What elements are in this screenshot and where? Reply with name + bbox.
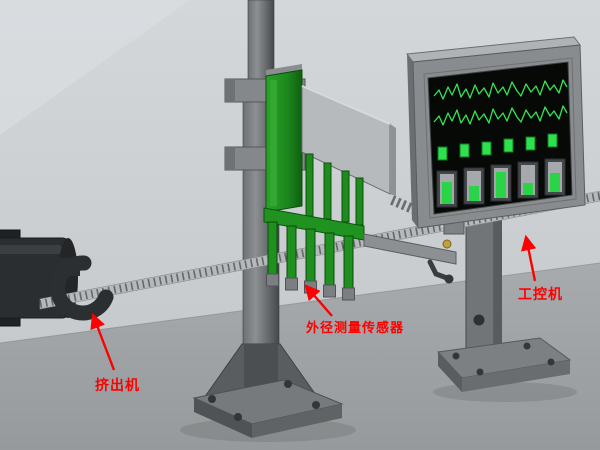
finger-foot [266, 273, 279, 287]
ipc-label: 工控机 [518, 286, 563, 303]
sensor-finger [286, 225, 297, 279]
finger-foot [342, 287, 355, 301]
od-sensor-arrow [304, 284, 333, 317]
bracket-jaw-upper [225, 79, 235, 102]
stand-hole [473, 314, 485, 326]
gate-marker [437, 146, 448, 161]
channel-meters [436, 158, 566, 208]
extruder-arrow [90, 312, 116, 371]
stand-base-front-right [462, 360, 570, 392]
rod-hatch-texture [39, 192, 600, 308]
gate-marker [459, 143, 470, 158]
finger-foot [285, 277, 298, 291]
stand-base-shadow [433, 382, 577, 402]
gate-marker [547, 133, 558, 148]
sensor-rail [270, 80, 277, 206]
finger-foot [323, 284, 336, 298]
stand-base-front-left [438, 352, 462, 392]
extruder-hook [50, 255, 114, 321]
channel-meter [544, 158, 566, 196]
monitor-stand [436, 211, 572, 392]
channel-meter [490, 164, 512, 202]
signal-gate-markers [437, 133, 558, 161]
sensor-finger [267, 221, 278, 275]
stand-bolt-holes [452, 342, 555, 376]
stand-column-side [494, 212, 502, 354]
mounting-plate-side [390, 124, 396, 196]
monitor-side-face [407, 54, 418, 228]
hook-arc [50, 255, 114, 321]
od-sensor-label: 外径测量传感器 [305, 320, 404, 336]
floor [0, 263, 600, 450]
ipc-arrow [521, 234, 537, 282]
extruder-label: 挤出机 [95, 377, 140, 394]
sensor-finger [324, 232, 335, 286]
annotations: 挤出机 外径测量传感器 工控机 [90, 234, 563, 394]
column-base-front-left [194, 398, 252, 438]
waveform-trace-1 [433, 79, 568, 100]
sensor-mounting [224, 64, 396, 226]
bracket-jaw-lower [225, 147, 235, 170]
crank-knob [444, 274, 454, 284]
column-base-bolt-holes [208, 380, 320, 421]
sensor-finger [343, 235, 354, 289]
crank-handle [427, 259, 450, 281]
adjuster-arm [363, 233, 457, 265]
gate-marker [525, 136, 536, 151]
monitor-bezel-inner-edge [423, 57, 577, 219]
stand-column [465, 211, 495, 355]
extruder-barrel-highlight [0, 245, 62, 254]
waveform-trace-2 [433, 105, 568, 126]
channel-meter [436, 170, 458, 208]
od-sensor-comb [263, 207, 365, 301]
mounting-plate-edge-highlight [301, 85, 391, 125]
industrial-pc-monitor [406, 36, 586, 229]
channel-meter [517, 161, 539, 199]
sensor-finger [305, 228, 316, 282]
column-base-front-right [252, 404, 342, 438]
channel-meter [463, 167, 485, 205]
brass-knob [442, 239, 452, 249]
gate-marker [503, 138, 514, 153]
gate-marker [481, 141, 492, 156]
wall-corner-highlight [0, 0, 190, 135]
